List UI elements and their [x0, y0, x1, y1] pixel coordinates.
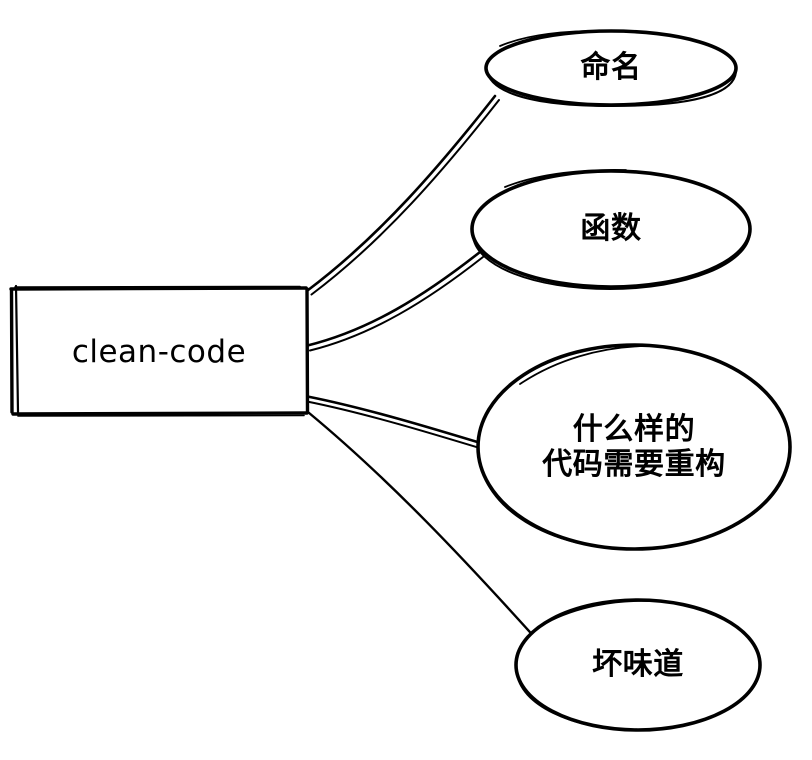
branch-node-smell-shape[interactable] — [514, 598, 762, 732]
branch-node-function-shape[interactable] — [470, 168, 752, 291]
connector-root-function — [306, 250, 484, 352]
branch-node-refactor-shape[interactable] — [476, 343, 792, 551]
connector-root-naming — [306, 94, 500, 296]
connector-root-smell — [307, 411, 540, 643]
connector-group — [306, 94, 542, 643]
branch-node-naming-shape[interactable] — [484, 29, 738, 108]
root-node-shape[interactable] — [9, 284, 310, 417]
